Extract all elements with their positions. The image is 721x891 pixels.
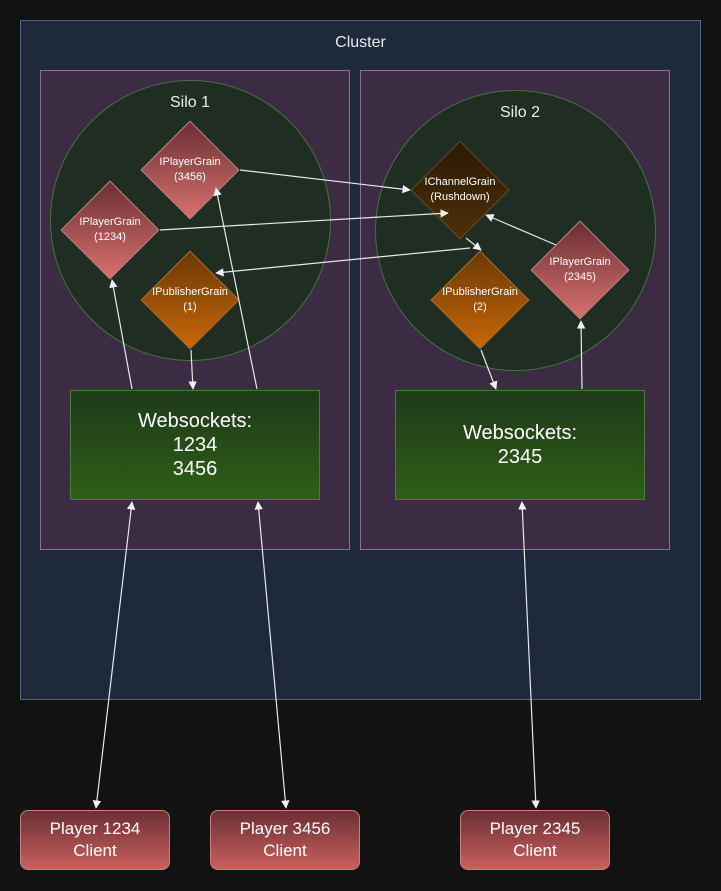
arrow-ws2-to-player2345 <box>576 320 586 390</box>
silo-1-title: Silo 1 <box>169 94 211 111</box>
arrow-publisher1-to-ws1 <box>188 349 197 390</box>
client-name: Player 3456 <box>239 819 331 838</box>
websockets-label: Websockets: <box>462 422 578 444</box>
arrow-client2345-ws2 <box>518 501 540 809</box>
arrow-ws1-to-player1234 <box>109 279 133 390</box>
client-name: Player 1234 <box>49 819 141 838</box>
arrow-client3456-ws1 <box>254 501 290 809</box>
grain-label: IPlayerGrain(1234) <box>79 216 141 243</box>
arrow-to-publisher1 <box>215 247 471 277</box>
client-player-2345: Player 2345 Client <box>460 810 610 870</box>
websocket-id: 2345 <box>497 446 543 468</box>
grain-player-1234: IPlayerGrain(1234) <box>60 180 160 280</box>
websockets-silo-1: Websockets: 1234 3456 <box>70 390 320 500</box>
arrow-channel-to-publisher2 <box>465 237 482 251</box>
grain-publisher-2: IPublisherGrain(2) <box>430 250 530 350</box>
arrow-player2345-to-channel <box>485 214 557 246</box>
client-player-3456: Player 3456 Client <box>210 810 360 870</box>
websockets-label: Websockets: <box>137 410 253 432</box>
cluster-title: Cluster <box>335 34 386 51</box>
grain-label: IPlayerGrain(3456) <box>159 156 221 183</box>
arrow-player3456-to-channel <box>239 169 411 194</box>
websockets-silo-2: Websockets: 2345 <box>395 390 645 500</box>
client-player-1234: Player 1234 Client <box>20 810 170 870</box>
grain-label: IPlayerGrain(2345) <box>549 256 611 283</box>
grain-player-2345: IPlayerGrain(2345) <box>530 220 630 320</box>
grain-label: IChannelGrain(Rushdown) <box>424 176 496 203</box>
silo-2-title: Silo 2 <box>499 104 541 121</box>
grain-label: IPublisherGrain(2) <box>442 286 518 313</box>
grain-publisher-1: IPublisherGrain(1) <box>140 250 240 350</box>
client-sub: Client <box>263 841 307 860</box>
client-sub: Client <box>513 841 557 860</box>
websocket-id: 3456 <box>172 458 218 480</box>
websocket-id: 1234 <box>172 434 218 456</box>
arrow-player1234-to-channel <box>159 209 449 231</box>
client-sub: Client <box>73 841 117 860</box>
arrow-publisher2-to-ws2 <box>480 349 498 390</box>
grain-channel-rushdown: IChannelGrain(Rushdown) <box>410 140 510 240</box>
grain-label: IPublisherGrain(1) <box>152 286 228 313</box>
arrow-client1234-ws1 <box>92 501 136 809</box>
client-name: Player 2345 <box>489 819 581 838</box>
arrow-ws1-to-player3456 <box>213 187 258 390</box>
grain-player-3456: IPlayerGrain(3456) <box>140 120 240 220</box>
silo-2-circle <box>375 90 656 371</box>
